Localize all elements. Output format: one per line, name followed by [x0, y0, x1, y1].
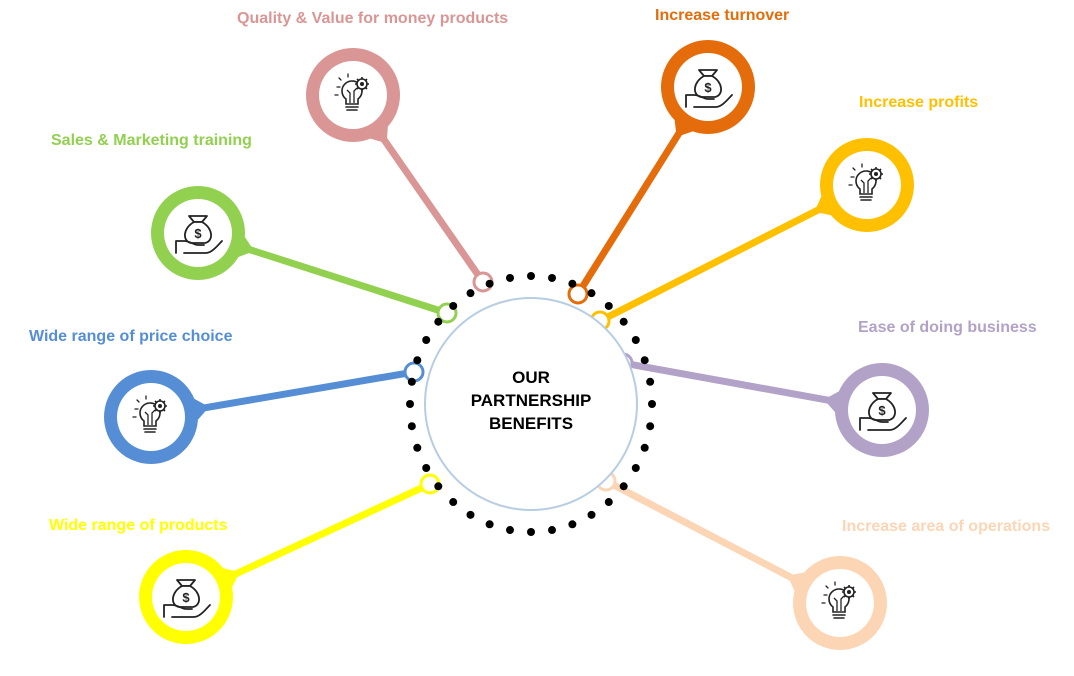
connector-line [610, 481, 802, 585]
badge-layer [104, 40, 929, 650]
ring-dot [604, 301, 613, 310]
benefit-label-sales-marketing: Sales & Marketing training [51, 132, 252, 149]
ring-dot [568, 520, 577, 529]
ring-dot [422, 464, 431, 472]
ring-dot [640, 356, 649, 365]
ring-dot [466, 289, 475, 298]
center-circle [424, 297, 638, 511]
ring-dot [466, 510, 475, 519]
ring-dot [631, 464, 640, 472]
ring-dot [646, 377, 655, 386]
center-title: OUR PARTNERSHIP BENEFITS [442, 366, 620, 435]
connector-line [225, 484, 426, 581]
dotted-ring [406, 272, 656, 536]
ring-dot [413, 356, 422, 365]
benefit-label-price-choice: Wide range of price choice [29, 328, 233, 345]
ring-dot [548, 526, 557, 535]
ring-dot [407, 377, 416, 386]
ring-dot [587, 510, 596, 519]
ring-dot [449, 301, 458, 310]
connector-line [376, 130, 482, 279]
ring-dot [568, 279, 577, 288]
ring-dot [505, 526, 514, 535]
ring-dot [640, 443, 649, 452]
center-title-line-3: BENEFITS [488, 414, 574, 433]
connector-layer [193, 123, 840, 585]
ring-dot [619, 482, 628, 491]
benefit-label-increase-profits: Increase profits [859, 94, 979, 111]
ring-dot [449, 498, 458, 507]
ring-dot [648, 400, 656, 408]
connector-anchor [403, 361, 425, 383]
connector-line [604, 202, 829, 321]
connector-anchor [567, 283, 589, 305]
center-title-line-1: OUR [512, 368, 550, 387]
connector-line [579, 123, 687, 290]
ring-dot [485, 279, 494, 288]
ring-dot [619, 317, 628, 326]
ring-dot [434, 482, 443, 491]
ring-dot [587, 289, 596, 298]
ring-dot [631, 336, 640, 344]
ring-dot [505, 273, 514, 282]
ring-dot [527, 272, 535, 280]
ring-dot [604, 498, 613, 507]
benefit-label-increase-turnover: Increase turnover [655, 7, 790, 24]
ring-dot [527, 528, 535, 536]
benefit-label-ease-of-business: Ease of doing business [858, 319, 1037, 336]
ring-dot [407, 422, 416, 431]
connector-line [193, 370, 409, 413]
ring-dot [422, 336, 431, 344]
ring-dot [646, 422, 655, 431]
ring-dot [413, 443, 422, 452]
center-title-line-2: PARTNERSHIP [470, 391, 592, 410]
connector-line [628, 361, 840, 406]
ring-dot [485, 520, 494, 529]
benefit-label-area-of-operations: Increase area of operations [842, 518, 1051, 535]
benefit-label-quality-value: Quality & Value for money products [237, 10, 509, 27]
ring-dot [548, 273, 557, 282]
benefit-label-range-of-products: Wide range of products [49, 517, 228, 534]
ring-dot [434, 317, 443, 326]
connector-line [239, 243, 442, 314]
ring-dot [406, 400, 414, 408]
